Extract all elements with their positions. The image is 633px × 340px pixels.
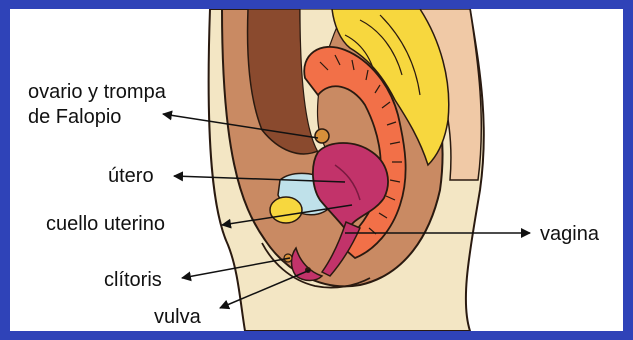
label-vagina: vagina: [540, 222, 599, 246]
label-ovary-line2: de Falopio: [28, 105, 121, 129]
label-vulva: vulva: [154, 305, 201, 329]
label-ovary-line1: ovario y trompa: [28, 80, 166, 104]
pubic-bone: [270, 197, 302, 223]
label-cervix: cuello uterino: [46, 212, 165, 236]
label-clitoris: clítoris: [104, 268, 162, 292]
label-uterus: útero: [108, 164, 154, 188]
ovary: [315, 129, 329, 143]
